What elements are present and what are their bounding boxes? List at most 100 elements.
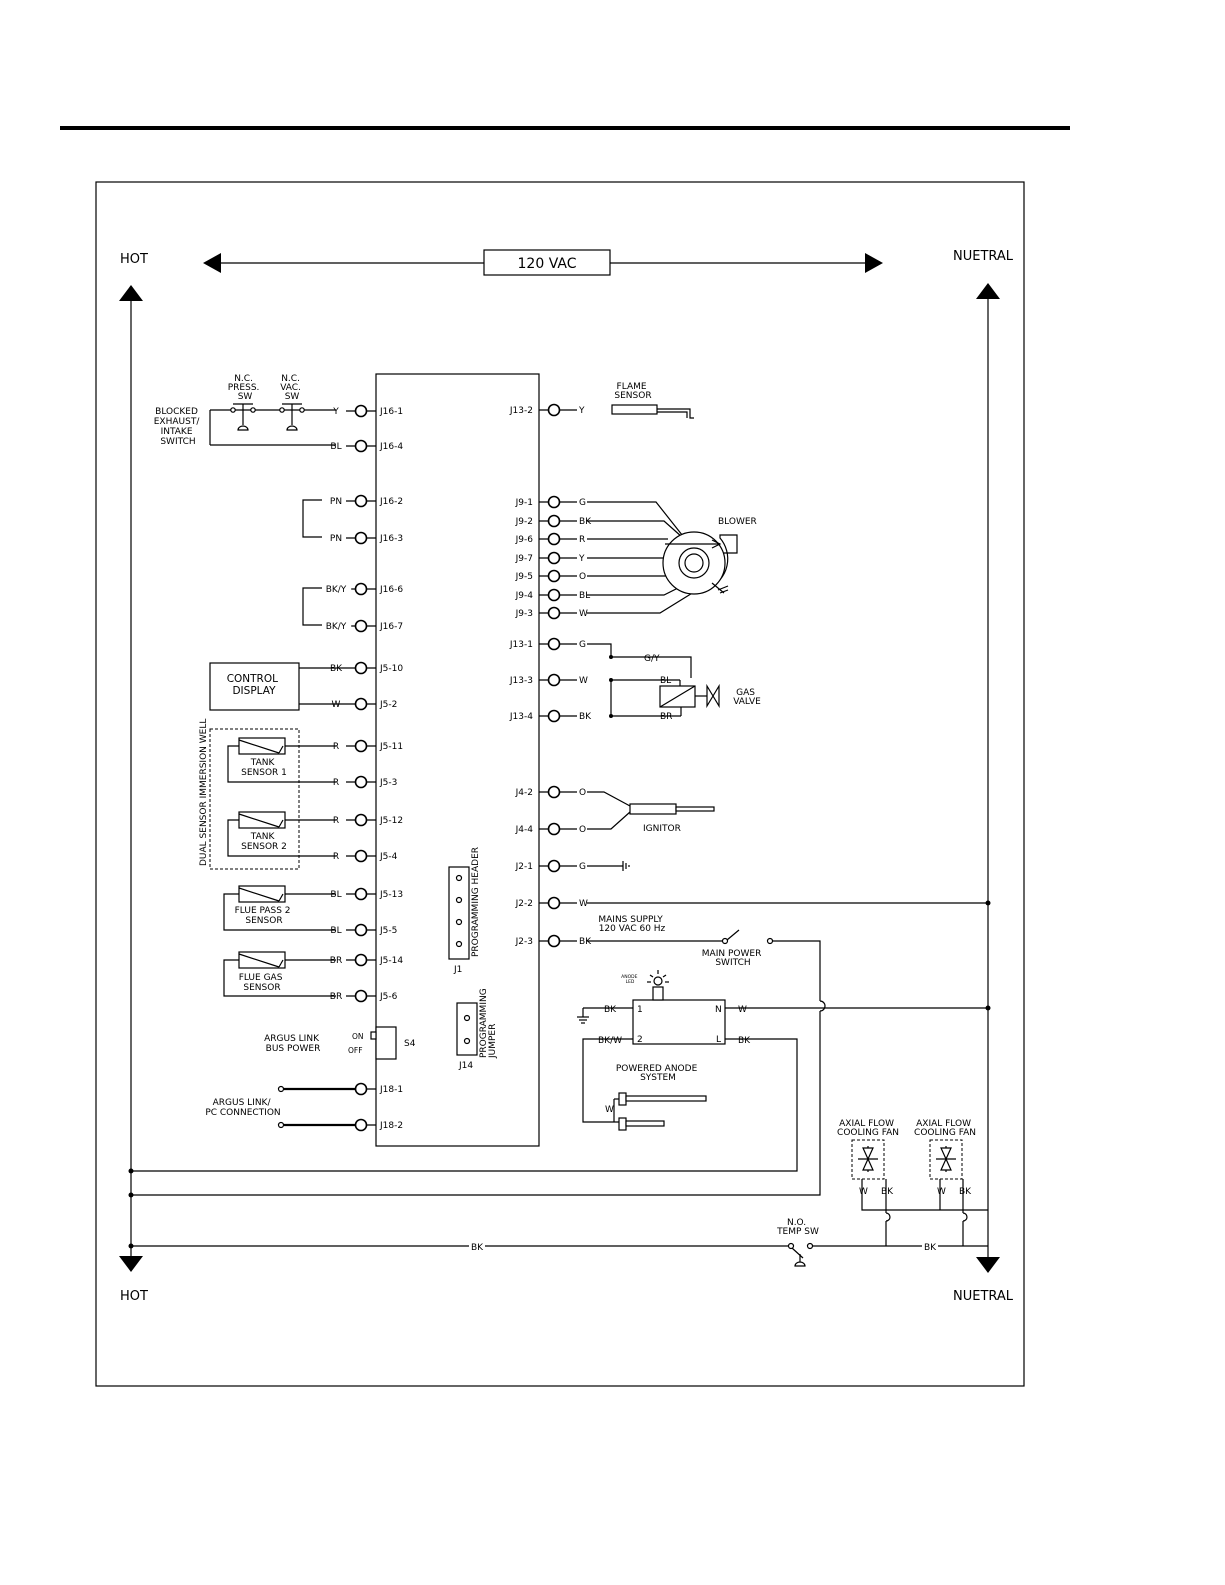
terminal	[354, 697, 368, 711]
terminal	[354, 1082, 368, 1096]
wire-color-label: O	[579, 572, 586, 582]
flue-gas-label: FLUE GAS SENSOR	[239, 973, 286, 993]
pin-label: J5-3	[379, 778, 397, 788]
blower-label: BLOWER	[718, 517, 757, 527]
wire-color-label: BK	[330, 664, 343, 674]
terminal	[547, 551, 561, 565]
pin-label: J2-2	[515, 899, 533, 909]
terminal	[354, 813, 368, 827]
wire-color-label: BL	[330, 442, 341, 452]
pin-label: J16-7	[379, 622, 403, 632]
s4-on-label: ON	[352, 1032, 364, 1041]
flue-pass-2-sensor: FLUE PASS 2 SENSOR	[223, 885, 336, 931]
wire-color-label: BK/Y	[326, 622, 347, 632]
pin-label: J13-1	[509, 640, 533, 650]
wire-color-label: G	[579, 640, 586, 650]
wire-color-label: BK/Y	[326, 585, 347, 595]
wire-color-label: BL	[330, 926, 341, 936]
argus-pc-label: ARGUS LINK/ PC CONNECTION	[205, 1098, 280, 1118]
pin-label: J4-2	[515, 788, 533, 798]
blower: BLOWER	[587, 501, 757, 614]
fan-1-w: W	[859, 1187, 868, 1197]
anode-led-label: ANODE LED	[621, 974, 639, 985]
left-connection-j5-3: R J5-3	[330, 775, 397, 789]
wire-color-label: BK	[579, 712, 592, 722]
fan-1-bk: BK	[881, 1187, 894, 1197]
j2-2-neutral-wire	[587, 900, 991, 906]
terminal	[354, 923, 368, 937]
terminal	[547, 896, 561, 910]
pin-label: J9-5	[515, 572, 533, 582]
pin-label: J9-4	[515, 591, 534, 601]
hot-rail: HOT HOT	[119, 252, 148, 1304]
flame-sensor: FLAME SENSOR	[611, 382, 694, 419]
voltage-label: 120 VAC	[518, 256, 577, 272]
wire-color-label: R	[333, 778, 339, 788]
flame-sensor-label: FLAME SENSOR	[614, 382, 651, 401]
voltage-arrow: 120 VAC	[203, 249, 883, 276]
terminal	[354, 582, 368, 596]
right-connection-j9-6: J9-6 R	[515, 532, 588, 546]
anode-pin-2: 2	[637, 1035, 643, 1045]
terminal	[547, 709, 561, 723]
pin-label: J5-5	[379, 926, 397, 936]
pin-label: J5-11	[379, 742, 403, 752]
pin-label: J13-4	[509, 712, 533, 722]
bottom-bk-right: BK	[924, 1243, 937, 1253]
terminal	[547, 822, 561, 836]
anode-pin-1: 1	[637, 1005, 643, 1015]
pin-label: J13-2	[509, 406, 533, 416]
terminal	[354, 887, 368, 901]
fan-wiring	[861, 1179, 988, 1246]
pin-label: J5-4	[379, 852, 398, 862]
terminal	[547, 532, 561, 546]
terminal	[547, 859, 561, 873]
pin-label: J5-12	[379, 816, 403, 826]
wire-color-label: R	[333, 742, 339, 752]
immersion-well: DUAL SENSOR IMMERSION WELL TANK SENSOR 1…	[199, 719, 336, 870]
vac-switch-label: N.C. VAC. SW	[280, 374, 304, 402]
argus-pc-connection: ARGUS LINK/ PC CONNECTION	[205, 1085, 356, 1129]
wire-color-label: R	[579, 535, 585, 545]
pin-label: J16-6	[379, 585, 403, 595]
gas-valve-gy: G/Y	[644, 654, 660, 664]
terminal	[354, 989, 368, 1003]
gas-valve-bl: BL	[660, 676, 671, 686]
pin-label: J18-2	[379, 1121, 403, 1131]
gas-valve-label: GAS VALVE	[733, 688, 761, 707]
j2-1-ground	[587, 861, 630, 871]
main-power-switch-label: MAIN POWER SWITCH	[702, 949, 764, 968]
terminal	[547, 514, 561, 528]
pin-label: J5-13	[379, 890, 403, 900]
pin-label: J9-1	[515, 498, 533, 508]
anode-bk-right-label: BK	[738, 1036, 751, 1046]
left-connection-j16-6: BK/Y J16-6	[320, 582, 403, 596]
programming-jumper: PROGRAMMING JUMPER J14	[456, 988, 498, 1071]
ignitor-label: IGNITOR	[643, 824, 681, 834]
terminal	[547, 785, 561, 799]
control-display-label: CONTROL DISPLAY	[227, 673, 282, 697]
pin-label: J9-6	[515, 535, 534, 545]
terminal	[354, 661, 368, 675]
pin-label: J5-10	[379, 664, 403, 674]
wire-color-label: Y	[332, 407, 339, 417]
temp-sw-label: N.O. TEMP SW	[776, 1218, 819, 1237]
pin-label: J5-2	[379, 700, 397, 710]
prog-header-label: PROGRAMMING HEADER	[471, 847, 481, 957]
wire-color-label: G	[579, 498, 586, 508]
flue-gas-sensor: FLUE GAS SENSOR	[223, 951, 336, 997]
cooling-fan-1: AXIAL FLOW COOLING FAN W BK	[837, 1119, 899, 1197]
bky-jumper-loop	[302, 587, 322, 626]
j1-label: J1	[453, 965, 462, 975]
pin-label: J5-14	[379, 956, 403, 966]
wire-color-label: Y	[578, 406, 585, 416]
